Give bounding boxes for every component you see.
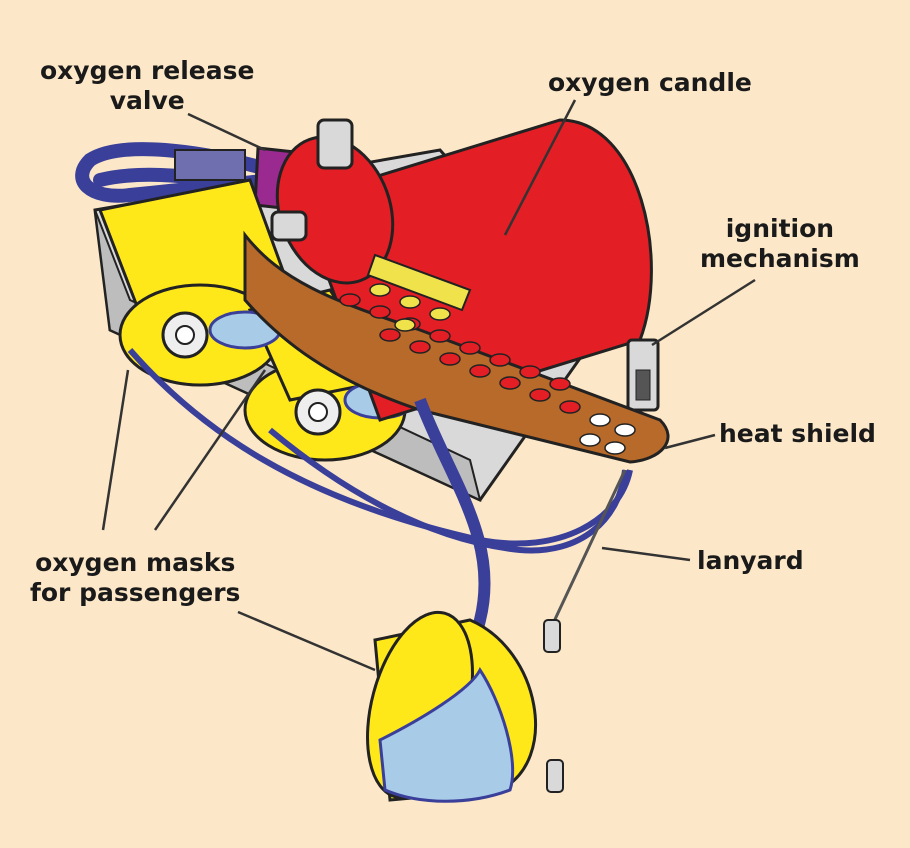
deployed-oxygen-mask — [366, 610, 564, 803]
heat-shield — [243, 230, 670, 464]
ignition-mechanism-label: ignition mechanism — [700, 214, 860, 274]
oxygen-masks-label-line2: for passengers — [30, 578, 241, 607]
ignition-mechanism-label-line2: mechanism — [700, 244, 860, 273]
oxygen-release-valve-label-line1: oxygen release — [40, 56, 255, 85]
oxygen-candle-label: oxygen candle — [548, 68, 752, 97]
heat-shield-label: heat shield — [719, 419, 876, 448]
ignition-mechanism — [626, 338, 660, 412]
lanyard — [543, 469, 627, 653]
oxygen-masks-label-line1: oxygen masks — [35, 548, 236, 577]
ignition-mechanism-label-line1: ignition — [725, 214, 835, 243]
oxygen-release-valve-label-line2: valve — [109, 86, 185, 115]
lanyard-label: lanyard — [697, 546, 804, 575]
oxygen-masks-label: oxygen masks for passengers — [30, 548, 240, 608]
oxygen-release-valve-label: oxygen release valve — [40, 56, 254, 116]
leader-lines — [101, 99, 756, 672]
